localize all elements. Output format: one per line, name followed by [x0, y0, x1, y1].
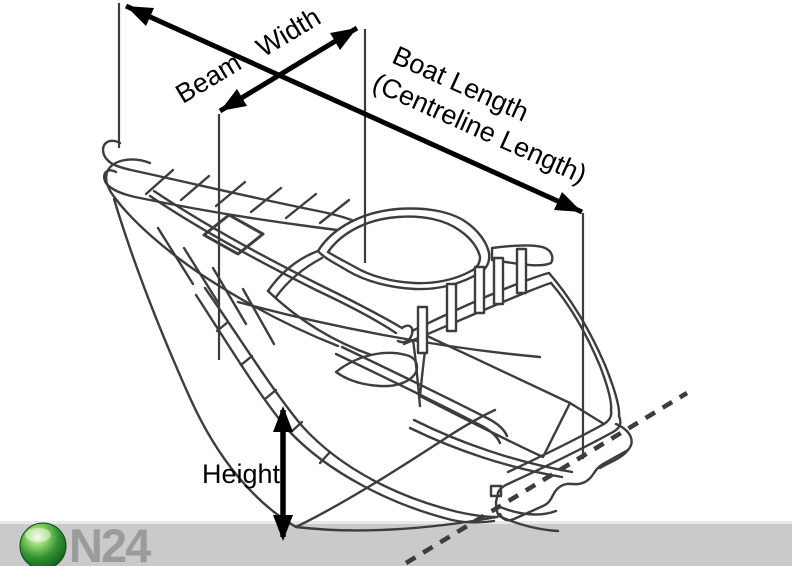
cockpit-floor — [418, 334, 572, 459]
beam-width-arrow — [218, 25, 359, 114]
arrowhead — [126, 6, 154, 26]
footer-logo: N24 — [19, 519, 153, 566]
arrowhead — [273, 406, 293, 432]
arrowhead — [273, 515, 293, 541]
rubrail-line — [236, 300, 542, 359]
arrowhead — [554, 192, 582, 212]
deck-hatch-diamond — [202, 213, 265, 256]
transom-top-edge-inner — [506, 408, 613, 474]
chine-band-upper — [203, 286, 498, 519]
cabin-aft-edge — [411, 338, 422, 408]
hull-sheer-line — [105, 158, 340, 348]
port-inner-gunwale-1 — [340, 345, 509, 438]
logo-sphere-highlight — [25, 528, 51, 542]
swim-platform-outer — [498, 422, 633, 522]
cockpit-seat-band-2 — [408, 426, 564, 479]
cockpit-seat-band-1 — [412, 418, 574, 474]
arrowhead — [220, 89, 247, 111]
swim-platform-inner — [498, 505, 558, 516]
windshield-inner — [326, 215, 482, 285]
waterline-curve — [294, 408, 497, 529]
bow-band-hatching — [144, 168, 351, 225]
cabin-side-swoosh — [334, 351, 419, 388]
cabin-front-edge — [266, 249, 320, 293]
chine-band-hatching — [215, 320, 332, 465]
deck-coaming-outer — [152, 189, 404, 330]
rail-stanchions — [416, 247, 528, 355]
height-label: Height — [202, 459, 281, 489]
boat-line-art — [101, 139, 633, 533]
dimension-arrows — [124, 3, 584, 541]
cockpit-floor-to-transom — [568, 401, 606, 426]
transom-corner-detail — [489, 484, 503, 498]
chine-band-lower — [194, 293, 496, 524]
boat-length-arrow — [124, 3, 584, 215]
windshield-outer — [316, 207, 491, 291]
height-arrow — [273, 406, 293, 541]
bow-band-bottom-edge — [103, 169, 359, 235]
port-inner-gunwale-2 — [334, 352, 502, 445]
logo-text: N24 — [69, 519, 151, 566]
bow-stem-line — [112, 197, 298, 529]
bow-band-top-edge — [101, 139, 359, 224]
starboard-gunwale-inner — [549, 281, 613, 412]
deck-coaming-inner — [148, 194, 398, 335]
reference-lines — [117, 3, 585, 459]
coaming-hairpin-cap — [396, 324, 414, 344]
swim-platform-under — [598, 448, 630, 470]
keel-baseline-dashed — [404, 391, 689, 565]
starboard-gunwale-outer — [547, 271, 621, 418]
transom-top-edge — [496, 414, 622, 495]
logo-green-sphere-icon — [19, 522, 67, 566]
arrowhead — [330, 28, 357, 50]
cabin-front-edge-inner — [274, 256, 324, 299]
